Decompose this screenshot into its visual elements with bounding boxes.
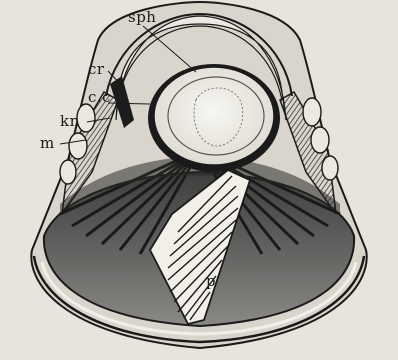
lens: [154, 67, 274, 165]
label-p: p: [206, 272, 216, 290]
label-kn: kn: [60, 112, 80, 130]
label-sph: sph: [128, 8, 156, 26]
label-cr: cr: [88, 60, 105, 78]
label-m: m: [40, 134, 55, 152]
label-ce: c.c: [88, 88, 111, 106]
right-cell-1: [303, 98, 321, 126]
left-cell-3: [60, 160, 76, 184]
right-cell-3: [322, 156, 338, 180]
right-cell-2: [311, 127, 329, 153]
left-cell-2: [69, 133, 87, 159]
